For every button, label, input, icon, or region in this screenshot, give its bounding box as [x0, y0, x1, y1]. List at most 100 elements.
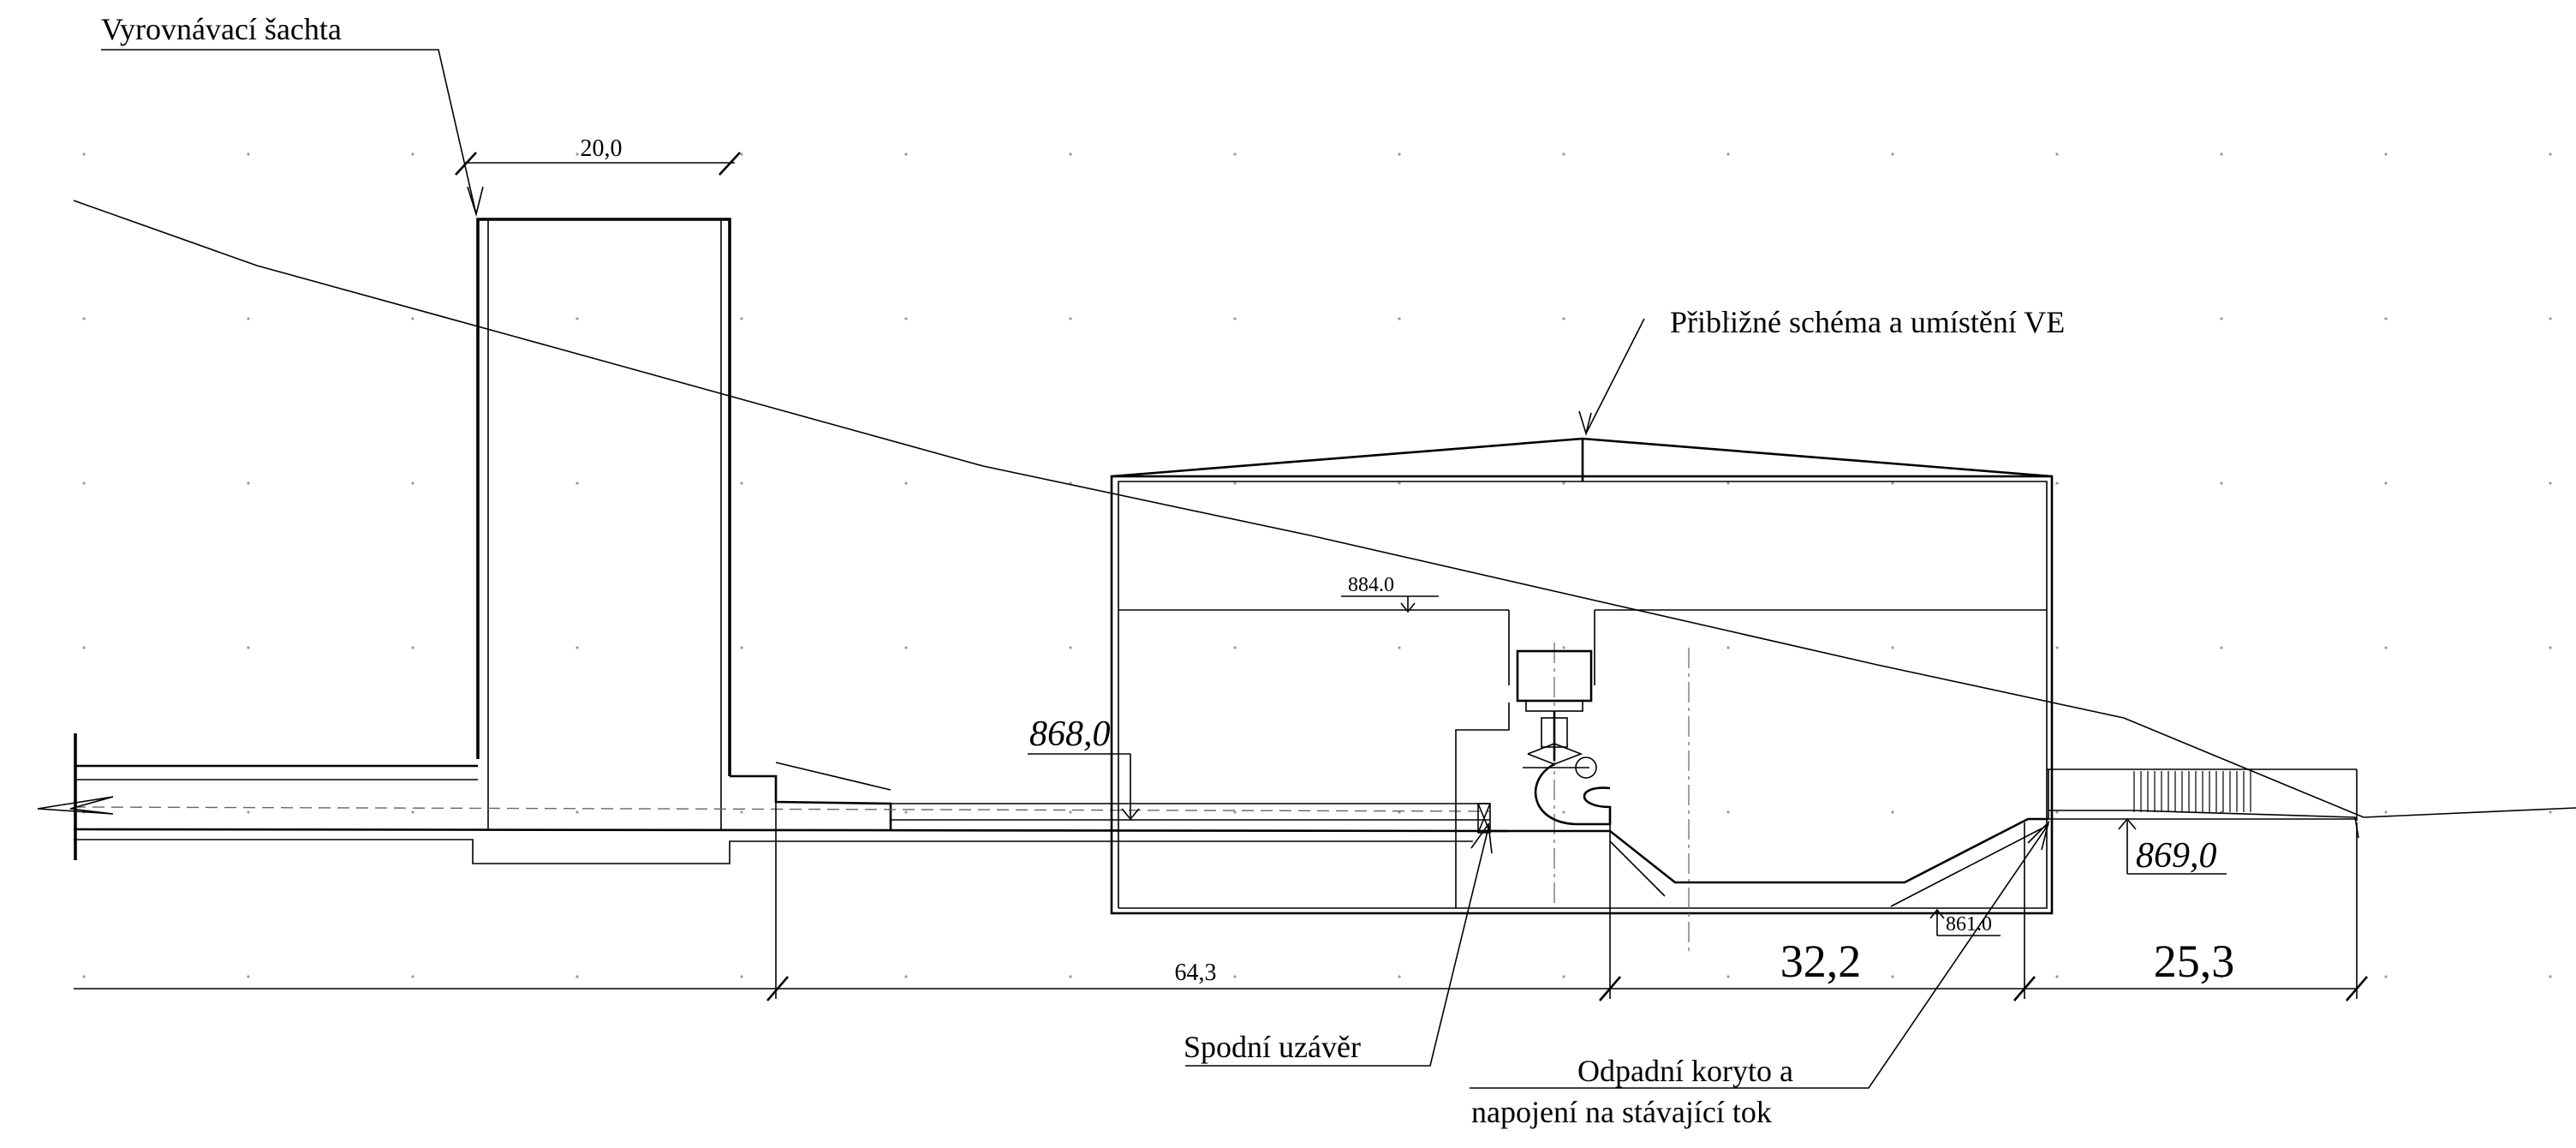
- grid-dot: [2549, 152, 2552, 156]
- grid-dot: [1562, 152, 1565, 156]
- elevation-tailrace-marker: [2118, 817, 2227, 875]
- grid-dot: [740, 317, 743, 320]
- grid-dot: [82, 317, 86, 320]
- grid-dot: [247, 810, 250, 814]
- grid-dot: [1398, 481, 1401, 485]
- grid-dot: [1562, 646, 1565, 649]
- grid-dot: [2055, 646, 2059, 649]
- grid-dot: [411, 810, 414, 814]
- grid-dot: [2384, 975, 2388, 978]
- dim-shaft-width: 20,0: [581, 135, 623, 162]
- grid-dot: [411, 481, 414, 485]
- grid-dot: [904, 975, 908, 978]
- grid-dot: [82, 975, 86, 978]
- grid-dot: [1891, 317, 1894, 320]
- tailrace-rack: [2133, 771, 2251, 812]
- grid-dot: [1233, 152, 1237, 156]
- grid-dot: [2549, 810, 2552, 814]
- grid-dot: [2055, 317, 2059, 320]
- terrain-line: [73, 200, 2576, 818]
- tailrace-channel: [1490, 768, 2359, 907]
- grid-dot: [1233, 317, 1237, 320]
- label-powerhouse: Přibližné schéma a umístění VE: [1670, 305, 2065, 339]
- grid-dot: [575, 975, 579, 978]
- grid-dot: [247, 317, 250, 320]
- grid-dot: [2055, 810, 2059, 814]
- grid-dot: [575, 646, 579, 649]
- dim-length-3: 25,3: [2154, 936, 2235, 987]
- grid-dot: [2384, 152, 2388, 156]
- grid-dot: [1233, 481, 1237, 485]
- grid-dot: [1562, 810, 1565, 814]
- grid-dot: [2384, 810, 2388, 814]
- grid-dot: [740, 646, 743, 649]
- grid-dot: [575, 317, 579, 320]
- grid-dot: [575, 481, 579, 485]
- grid-dot: [2055, 481, 2059, 485]
- grid-dot: [411, 317, 414, 320]
- grid-dot: [904, 481, 908, 485]
- leader-lines: [101, 49, 2050, 1089]
- grid-dot: [1891, 481, 1894, 485]
- grid-dot: [1398, 152, 1401, 156]
- grid-dot: [1069, 152, 1072, 156]
- grid-dot: [2549, 646, 2552, 649]
- grid-dot: [2384, 646, 2388, 649]
- grid-dot: [1069, 317, 1072, 320]
- grid-dot: [2384, 317, 2388, 320]
- elevation-pit: 861.0: [1946, 913, 1992, 936]
- elevation-powerhouse: 884.0: [1348, 574, 1394, 596]
- grid-dot: [247, 646, 250, 649]
- grid-dot: [1726, 646, 1730, 649]
- grid-dot: [1069, 975, 1072, 978]
- grid-dot: [2549, 481, 2552, 485]
- grid-dot: [904, 317, 908, 320]
- grid-dot: [247, 975, 250, 978]
- turbine-generator: [1516, 649, 1612, 826]
- elevation-powerhouse-marker: [1341, 595, 1439, 613]
- grid-dot: [1891, 810, 1894, 814]
- grid-dot: [740, 975, 743, 978]
- label-tailrace-line1: Odpadní koryto a: [1577, 1054, 1793, 1088]
- grid-dot: [904, 646, 908, 649]
- grid-dot: [1233, 810, 1237, 814]
- grid-dot: [904, 810, 908, 814]
- grid-dot: [2220, 646, 2223, 649]
- grid-dot: [740, 481, 743, 485]
- grid-dot: [82, 481, 86, 485]
- grid-dot: [2220, 152, 2223, 156]
- grid-dot: [411, 975, 414, 978]
- grid-dot: [1891, 152, 1894, 156]
- grid-dot: [1562, 481, 1565, 485]
- grid-dot: [575, 810, 579, 814]
- elevation-inlet-marker: [1028, 753, 1140, 821]
- grid-dot: [2549, 975, 2552, 978]
- grid-dot: [1233, 646, 1237, 649]
- grid-dot: [1562, 317, 1565, 320]
- grid-dot: [1726, 317, 1730, 320]
- grid-dot: [1726, 810, 1730, 814]
- surge-shaft: [476, 218, 731, 831]
- grid-dot: [1398, 317, 1401, 320]
- grid-dot: [1069, 646, 1072, 649]
- label-surge-shaft: Vyrovnávací šachta: [101, 12, 342, 46]
- grid-dot: [1398, 975, 1401, 978]
- grid-dot: [904, 152, 908, 156]
- grid-dot: [2055, 975, 2059, 978]
- grid-dot: [2549, 317, 2552, 320]
- grid-dot: [1726, 975, 1730, 978]
- grid-dot: [740, 152, 743, 156]
- elevation-pit-marker: [1929, 908, 2001, 936]
- label-tailrace-line2: napojení na stávající tok: [1471, 1095, 1772, 1129]
- dim-length-1: 64,3: [1175, 960, 1217, 986]
- grid-dot: [1398, 646, 1401, 649]
- label-bottom-gate: Spodní uzávěr: [1184, 1030, 1361, 1064]
- grid-dot: [575, 152, 579, 156]
- grid-dot: [1726, 481, 1730, 485]
- grid-dot: [2220, 975, 2223, 978]
- elevation-inlet: 868,0: [1029, 715, 1111, 754]
- penstock: [37, 733, 1508, 864]
- grid-dot: [2384, 481, 2388, 485]
- grid-dot: [411, 152, 414, 156]
